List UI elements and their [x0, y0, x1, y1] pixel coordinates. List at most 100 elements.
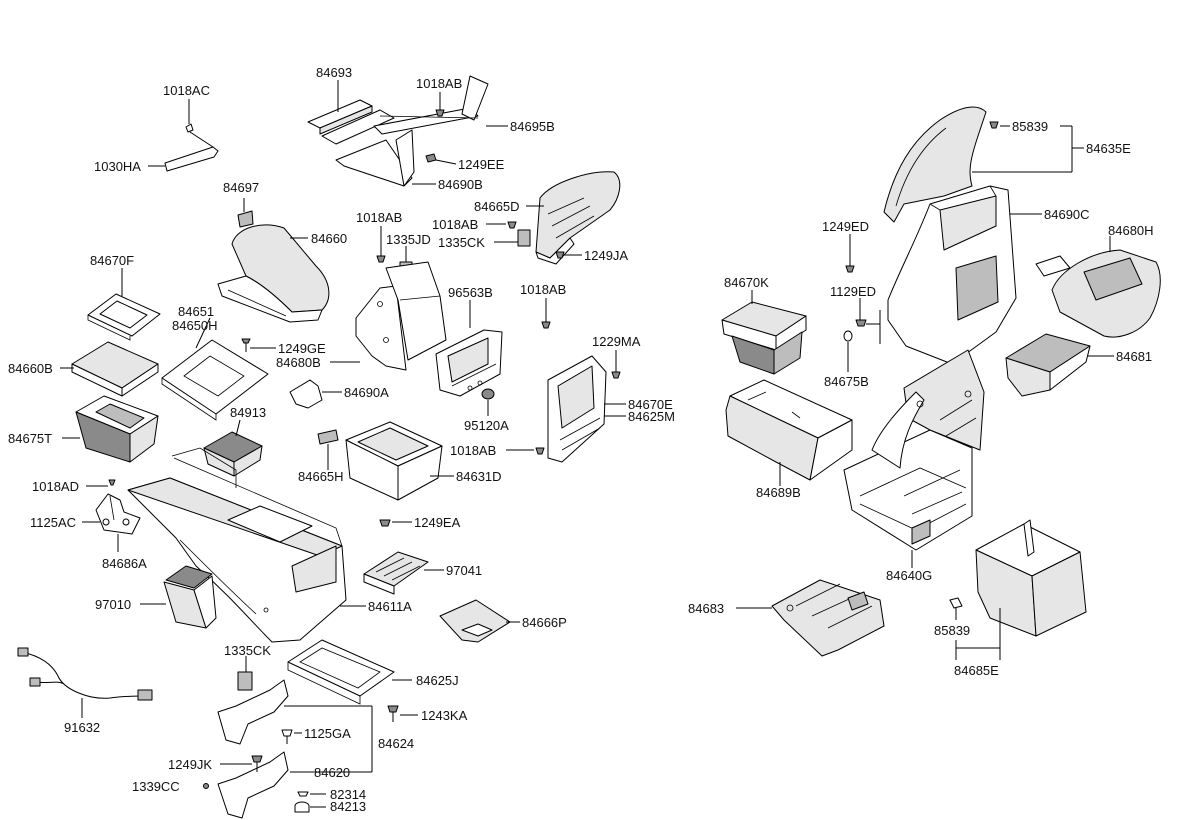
label-84675T: 84675T — [8, 431, 52, 446]
label-1335JD: 1335JD — [386, 232, 431, 247]
part-84686A-bracket — [82, 479, 141, 552]
part-84681-tray — [1005, 333, 1114, 397]
part-84660-armrest-lid — [217, 198, 330, 323]
label-84670E: 84670E — [628, 397, 673, 412]
part-84685E-rear-cover — [975, 519, 1087, 637]
part-84670F-trim-frame — [87, 268, 161, 341]
label-1339CC: 1339CC — [132, 779, 180, 794]
part-84640G-frame — [843, 349, 985, 568]
label-1249EA: 1249EA — [414, 515, 461, 530]
part-84683-floor-plate — [736, 579, 885, 657]
screw-1125GA — [281, 729, 302, 744]
label-1249ED: 1249ED — [822, 219, 869, 234]
label-84695B: 84695B — [510, 119, 555, 134]
label-1129ED: 1129ED — [830, 284, 876, 299]
screw-1249JK — [220, 755, 263, 772]
part-84624-84620-brackets — [217, 679, 373, 819]
label-84665H: 84665H — [298, 469, 344, 484]
label-84650H: 84650H — [172, 318, 218, 333]
label-85839-upper: 85839 — [1012, 119, 1048, 134]
label-1249EE: 1249EE — [458, 157, 505, 172]
label-84625M: 84625M — [628, 409, 675, 424]
label-91632: 91632 — [64, 720, 100, 735]
label-1229MA: 1229MA — [592, 334, 641, 349]
part-97010-cup-holder — [140, 565, 217, 629]
part-84670K-cup-holder — [721, 290, 807, 375]
label-84690B: 84690B — [438, 177, 483, 192]
clip-1335CK-lower — [237, 656, 253, 691]
fastener-1249EA — [379, 519, 412, 527]
label-84681: 84681 — [1116, 349, 1152, 364]
label-84640G: 84640G — [886, 568, 932, 583]
label-84611A: 84611A — [368, 599, 412, 614]
label-84675B: 84675B — [824, 374, 869, 389]
label-84685E: 84685E — [954, 663, 999, 678]
label-84625J: 84625J — [416, 673, 459, 688]
part-84635E-console-lid — [883, 106, 1084, 223]
label-84689B: 84689B — [756, 485, 801, 500]
screw-1249EE — [425, 153, 457, 165]
label-84620: 84620 — [314, 765, 350, 780]
part-84666P-cover — [439, 599, 520, 643]
label-84624: 84624 — [378, 736, 414, 751]
label-84631D: 84631D — [456, 469, 502, 484]
part-84680B-bracket — [330, 261, 447, 371]
label-1125GA: 1125GA — [304, 726, 351, 741]
label-84697: 84697 — [223, 180, 259, 195]
part-96563B-display-unit — [435, 300, 503, 397]
part-84693-84695B-84690B-frames — [307, 75, 508, 187]
part-84660B-pad — [60, 341, 159, 397]
screw-1018AB-right — [541, 298, 551, 329]
part-84665D-panel — [486, 171, 621, 265]
label-84683: 84683 — [688, 601, 724, 616]
clip-85839-lower — [949, 597, 1001, 660]
label-1243KA: 1243KA — [421, 708, 468, 723]
part-84690A-clip — [289, 379, 342, 409]
label-84635E: 84635E — [1086, 141, 1131, 156]
fasteners-1249ED-1129ED-84675B — [843, 234, 881, 372]
part-84611A-console-body — [127, 447, 366, 643]
screw-1249GE — [241, 338, 276, 352]
label-97010: 97010 — [95, 597, 131, 612]
part-84665H-switch — [317, 429, 339, 470]
part-84625J-mounting-plate — [287, 639, 412, 705]
label-84690A: 84690A — [344, 385, 389, 400]
label-1018AB-right: 1018AB — [520, 282, 566, 297]
part-82314-84213-caps — [294, 791, 326, 813]
part-91632-wiring-harness — [17, 647, 153, 718]
label-84693: 84693 — [316, 65, 352, 80]
part-84690C-bracket — [887, 185, 1042, 365]
label-84660: 84660 — [311, 231, 347, 246]
screw-1018AB-lower — [506, 447, 545, 455]
label-1335CK-upper: 1335CK — [438, 235, 485, 250]
label-84213: 84213 — [330, 799, 366, 814]
label-84666P: 84666P — [522, 615, 567, 630]
label-84670F: 84670F — [90, 253, 134, 268]
label-1018AB-top: 1018AB — [416, 76, 462, 91]
label-84670K: 84670K — [724, 275, 769, 290]
label-1018AC: 1018AC — [163, 83, 210, 98]
part-84913-cup-holder — [203, 419, 263, 477]
label-84680H: 84680H — [1108, 223, 1154, 238]
label-1125AC: 1125AC — [30, 515, 76, 530]
part-84650H-tray — [161, 317, 269, 421]
label-1335CK-lower: 1335CK — [224, 643, 271, 658]
label-84660B: 84660B — [8, 361, 53, 376]
label-82314: 82314 — [330, 787, 366, 802]
label-84665D: 84665D — [474, 199, 520, 214]
part-84675T-storage-bin — [62, 395, 159, 463]
label-84651: 84651 — [178, 304, 214, 319]
fastener-1339CC — [203, 783, 209, 789]
part-95120A-knob — [481, 388, 495, 416]
part-84631D-box — [345, 421, 454, 501]
label-84686A: 84686A — [102, 556, 147, 571]
label-96563B: 96563B — [448, 285, 493, 300]
label-95120A: 95120A — [464, 418, 509, 433]
label-1018AB-mid: 1018AB — [356, 210, 402, 225]
screw-1018AB-top — [435, 92, 445, 117]
label-84690C: 84690C — [1044, 207, 1090, 222]
label-1249GE: 1249GE — [278, 341, 326, 356]
label-97041: 97041 — [446, 563, 482, 578]
part-97041-vent — [363, 551, 444, 595]
label-1249JA: 1249JA — [584, 248, 628, 263]
